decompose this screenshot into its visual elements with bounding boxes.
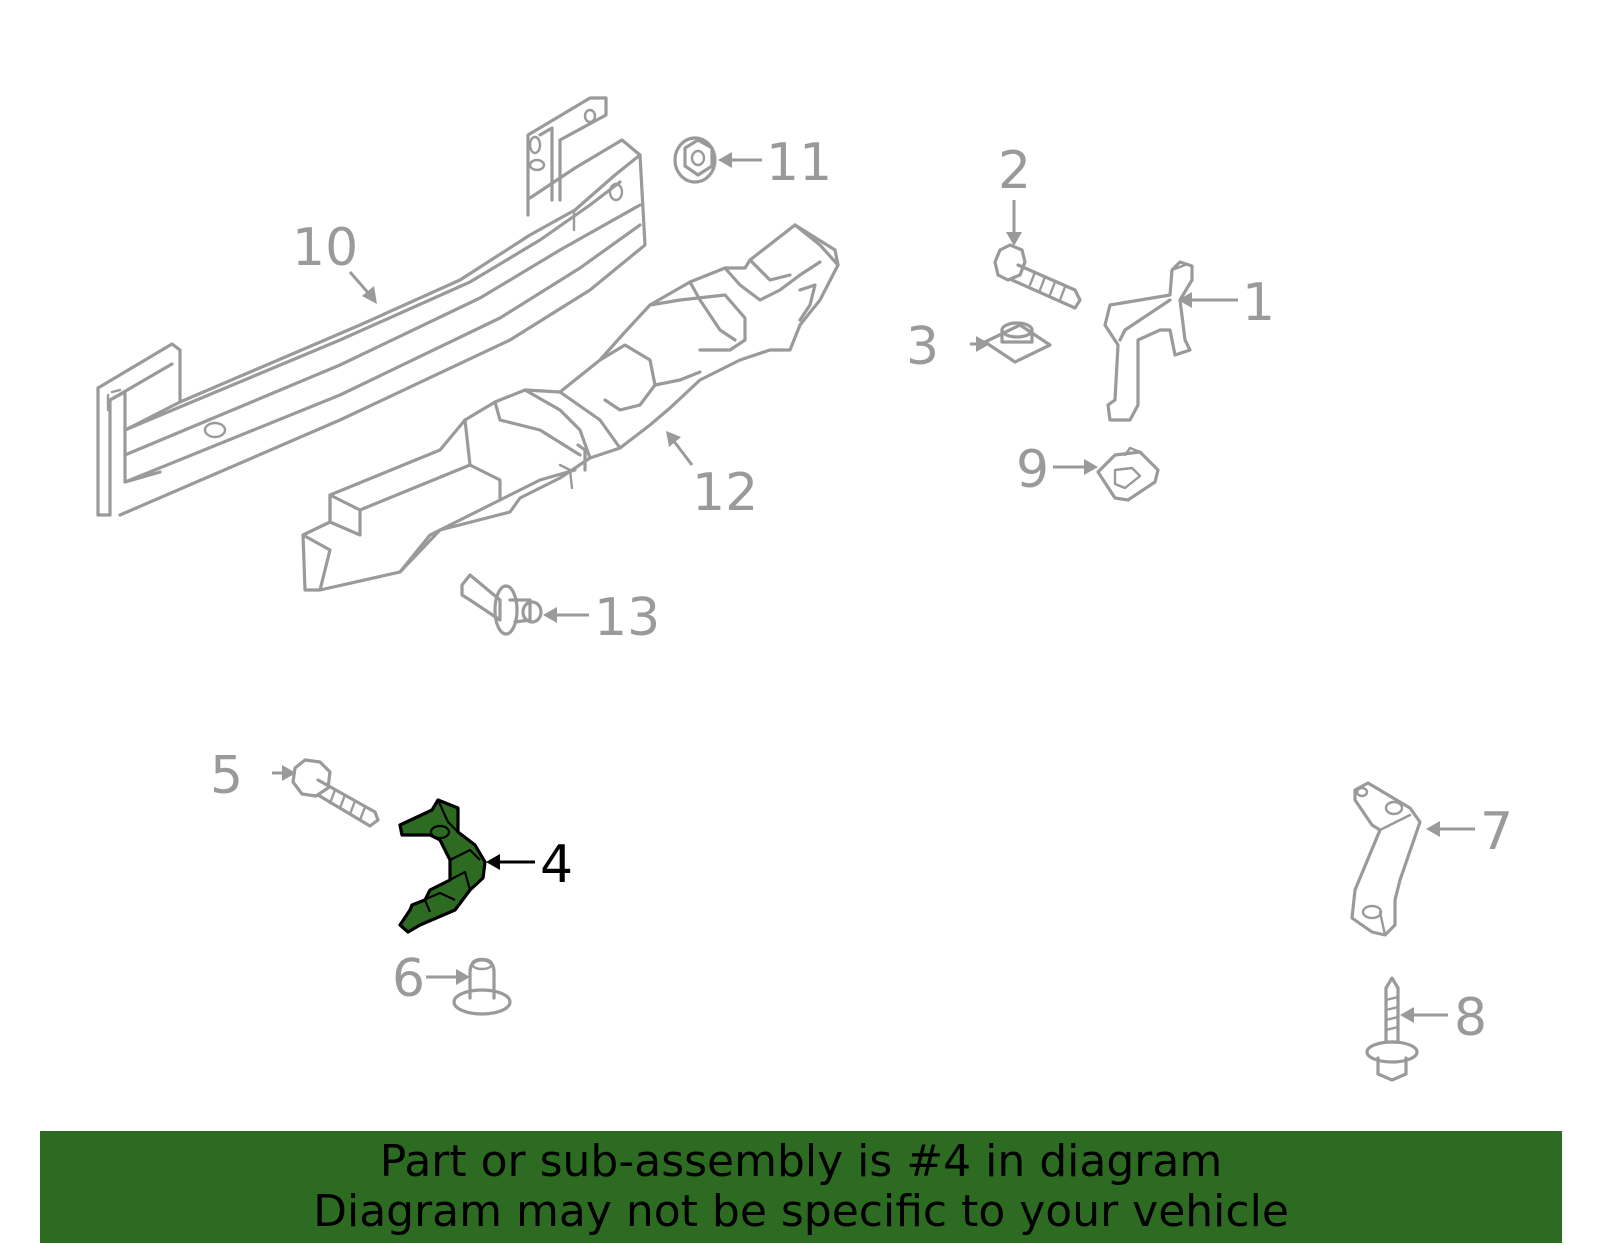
callout-13: 13	[594, 588, 660, 648]
callout-4: 4	[540, 835, 573, 895]
part-3-clip-nut	[983, 321, 1052, 364]
part-4-bracket-highlighted	[398, 798, 487, 934]
part-11-nut	[673, 136, 717, 184]
banner-line-disclaimer: Diagram may not be specific to your vehi…	[313, 1186, 1289, 1237]
part-1-bracket	[1103, 260, 1194, 422]
callout-5: 5	[210, 746, 243, 806]
callout-9: 9	[1016, 440, 1049, 500]
leader-10	[348, 271, 372, 296]
callout-11: 11	[766, 133, 832, 193]
callout-12: 12	[692, 463, 758, 523]
part-2-bolt	[993, 243, 1082, 310]
part-12-energy-absorber	[301, 223, 840, 592]
banner-line-part-info: Part or sub-assembly is #4 in diagram	[379, 1136, 1223, 1187]
part-10-reinforcement-beam	[96, 96, 647, 517]
info-banner: Part or sub-assembly is #4 in diagram Di…	[40, 1131, 1562, 1243]
part-9-retainer	[1096, 446, 1160, 502]
part-5-bolt	[291, 758, 380, 828]
part-6-push-rivet	[452, 957, 512, 1016]
leader-12	[671, 439, 694, 466]
callout-1: 1	[1242, 273, 1275, 333]
callout-7: 7	[1480, 802, 1513, 862]
callout-6: 6	[392, 949, 425, 1009]
leader-arrows	[272, 152, 1475, 1023]
callout-10: 10	[292, 218, 358, 278]
callout-labels: 1 2 3 4 5 6 7 8 9 10 11 12 13	[210, 133, 1513, 1048]
part-7-bracket	[1350, 781, 1422, 937]
callout-2: 2	[998, 141, 1031, 201]
callout-3: 3	[906, 317, 939, 377]
part-13-push-pin	[460, 573, 543, 636]
part-8-flange-bolt	[1365, 976, 1419, 1082]
callout-8: 8	[1454, 988, 1487, 1048]
